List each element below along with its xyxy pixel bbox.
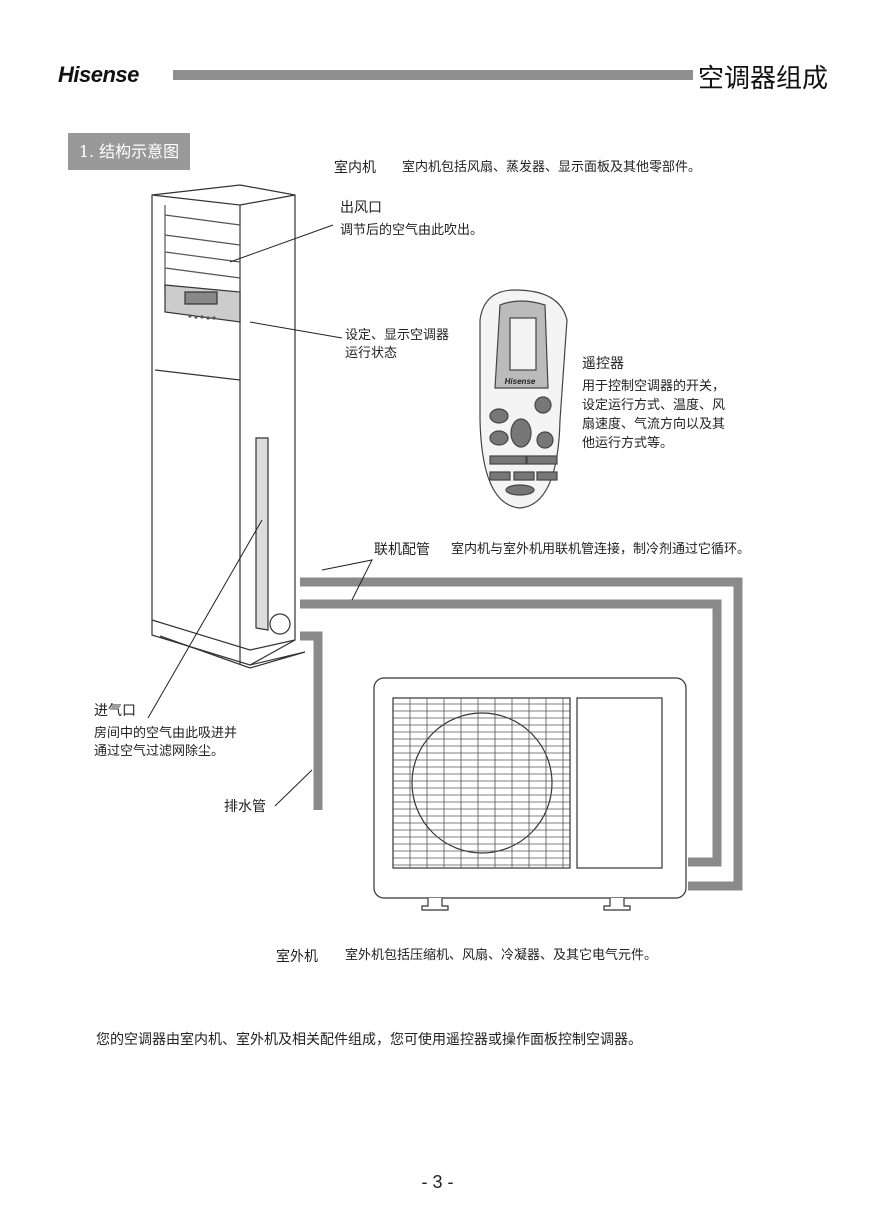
outdoor-unit-desc: 室外机包括压缩机、风扇、冷凝器、及其它电气元件。 [345,948,658,963]
indoor-unit-label: 室内机 [334,160,376,176]
pipe-label: 联机配管 [374,542,430,558]
summary-text: 您的空调器由室内机、室外机及相关配件组成，您可使用遥控器或操作面板控制空调器。 [96,1032,642,1048]
indoor-unit [151,184,306,669]
pipe-desc: 室内机与室外机用联机管连接，制冷剂通过它循环。 [451,542,751,557]
remote-desc-2: 设定运行方式、温度、风 [582,398,726,413]
remote-desc-1: 用于控制空调器的开关， [582,379,726,394]
page-title: 空调器组成 [698,64,829,94]
display-desc-1: 设定、显示空调器 [345,328,450,343]
outlet-label: 出风口 [340,200,382,216]
remote-label: 遥控器 [582,356,624,372]
remote-control-illustration [479,289,568,509]
inlet-desc-1: 房间中的空气由此吸进并 [94,726,238,741]
outdoor-unit [373,677,687,911]
outdoor-unit-label: 室外机 [276,949,318,965]
brand-logo: Hisense [58,62,139,87]
indoor-unit-desc: 室内机包括风扇、蒸发器、显示面板及其他零部件。 [402,160,702,175]
drain-label: 排水管 [224,799,266,815]
remote-logo: Hisense [505,377,536,386]
inlet-label: 进气口 [94,703,136,719]
page-number: - 3 - [421,1172,454,1192]
header-rule [173,70,693,80]
outlet-desc: 调节后的空气由此吹出。 [340,223,484,238]
section-heading: 1. 结构示意图 [68,133,190,170]
remote-desc-4: 他运行方式等。 [582,436,674,451]
inlet-desc-2: 通过空气过滤网除尘。 [94,744,225,759]
remote-desc-3: 扇速度、气流方向以及其 [582,417,726,432]
display-desc-2: 运行状态 [345,346,398,361]
